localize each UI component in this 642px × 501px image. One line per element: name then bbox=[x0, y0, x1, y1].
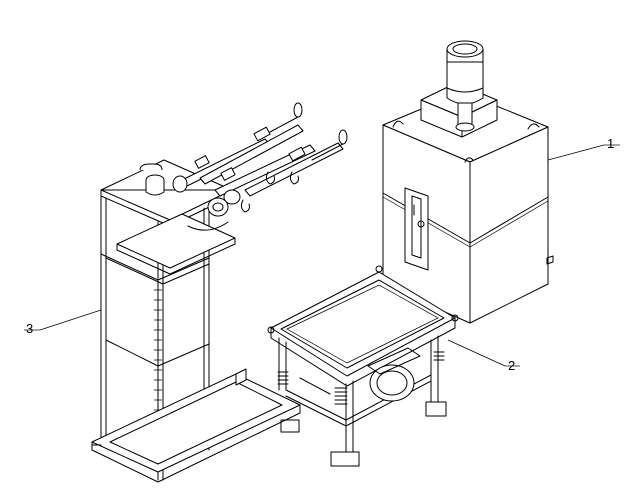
leader-line-3 bbox=[39, 309, 102, 331]
leader-line-1 bbox=[547, 144, 605, 161]
motor-unit bbox=[420, 40, 498, 138]
machine-box bbox=[382, 91, 554, 324]
vibrating-frame bbox=[267, 265, 459, 467]
callout-label-2: 2 bbox=[508, 358, 515, 373]
callout-label-1: 1 bbox=[607, 136, 614, 151]
callout-leaders bbox=[24, 144, 620, 367]
callout-label-3: 3 bbox=[26, 321, 33, 336]
rack-assembly bbox=[91, 102, 348, 483]
leader-line-2 bbox=[447, 339, 506, 367]
